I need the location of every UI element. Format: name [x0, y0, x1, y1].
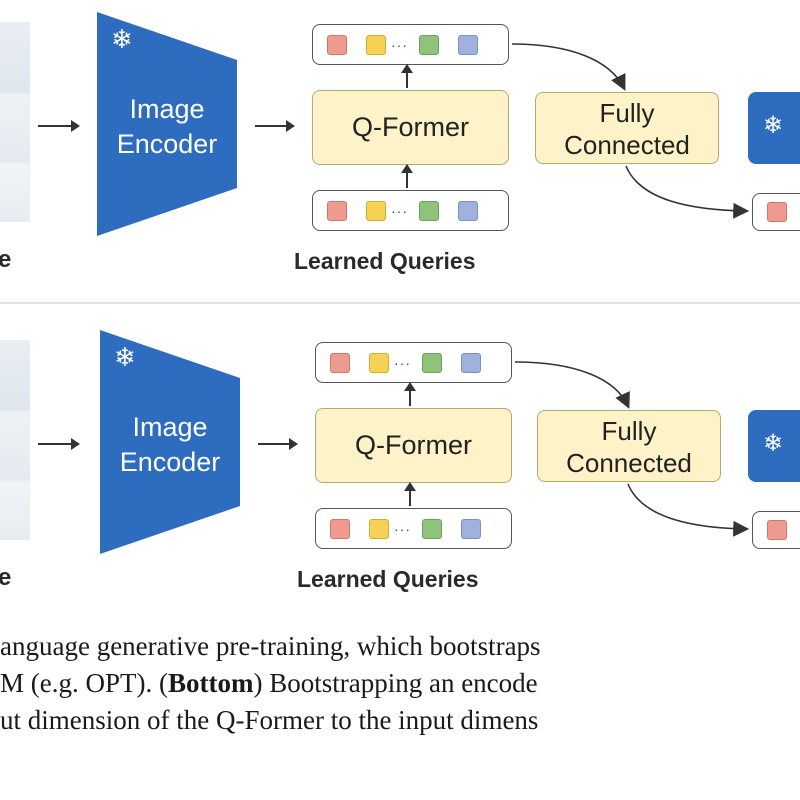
ellipsis: ··· — [394, 520, 411, 537]
token — [366, 200, 386, 221]
curve-fc-to-llm — [627, 483, 750, 537]
arrow-image-to-encoder — [38, 438, 80, 450]
token — [419, 34, 439, 55]
arrow-queries-to-qformer — [404, 482, 416, 506]
connector-curves — [514, 361, 750, 537]
snowflake-icon: ❄ — [763, 430, 784, 457]
encoder-label-line1: Image — [129, 94, 205, 124]
panel-top: e ❄ Image Encoder ··· Q-Former ··· — [0, 0, 800, 300]
token — [422, 352, 442, 373]
llm-input-tokens — [752, 511, 800, 549]
token — [330, 352, 350, 373]
image-encoder: ❄ Image Encoder — [97, 12, 237, 236]
query-output-tokens: ··· — [312, 24, 509, 65]
encoder-trapezoid — [97, 12, 237, 236]
caption-line3: ut dimension of the Q-Former to the inpu… — [0, 705, 539, 735]
fully-connected-box: Fully Connected — [535, 92, 719, 164]
token — [767, 202, 787, 222]
token — [369, 518, 389, 539]
llm-input-tokens — [752, 193, 800, 231]
token — [458, 34, 478, 55]
input-image-label: e — [0, 246, 12, 273]
token — [461, 518, 481, 539]
token — [327, 34, 347, 55]
arrow-qformer-to-output — [404, 382, 416, 406]
arrow-queries-to-qformer — [401, 164, 413, 188]
encoder-trapezoid — [100, 330, 240, 554]
caption-line2-before: M (e.g. OPT). ( — [0, 668, 168, 698]
fully-connected-box: Fully Connected — [537, 410, 721, 482]
token — [767, 520, 787, 540]
caption-line1: anguage generative pre-training, which b… — [0, 631, 541, 661]
arrow-encoder-to-qformer — [258, 438, 298, 450]
encoder-label-line1: Image — [132, 412, 208, 442]
input-image-thumbnail — [0, 340, 30, 540]
caption-line2-after: ) Bootstrapping an encode — [253, 668, 538, 698]
learned-query-tokens: ··· — [312, 190, 509, 231]
encoder-label-line2: Encoder — [119, 447, 221, 477]
token — [366, 34, 386, 55]
image-encoder: ❄ Image Encoder — [100, 330, 240, 554]
figure-caption: anguage generative pre-training, which b… — [0, 628, 800, 739]
q-former-box: Q-Former — [315, 408, 512, 483]
learned-query-tokens: ··· — [315, 508, 512, 549]
input-image-label: e — [0, 564, 12, 591]
caption-line2-bold: Bottom — [167, 668, 254, 698]
curve-output-to-fc — [511, 43, 626, 91]
query-output-tokens: ··· — [315, 342, 512, 383]
token — [369, 352, 389, 373]
arrow-image-to-encoder — [38, 120, 80, 132]
caption-line2: M (e.g. OPT). (Bottom) Bootstrapping an … — [0, 665, 800, 702]
connector-curves — [511, 43, 750, 219]
fc-label-line1: Fully — [599, 98, 655, 128]
snowflake-icon: ❄ — [111, 24, 133, 54]
learned-queries-label: Learned Queries — [297, 566, 479, 592]
curve-output-to-fc — [514, 361, 630, 409]
arrow-encoder-to-qformer — [255, 120, 295, 132]
panel-bottom: e ❄ Image Encoder ··· Q-Former ··· — [0, 318, 800, 618]
ellipsis: ··· — [391, 36, 408, 53]
token — [422, 518, 442, 539]
token — [330, 518, 350, 539]
fc-label-line2: Connected — [564, 130, 690, 160]
llm-decoder-box: ❄ — [748, 410, 800, 482]
panel-divider — [0, 302, 800, 304]
encoder-label-line2: Encoder — [116, 129, 218, 159]
token — [419, 200, 439, 221]
ellipsis: ··· — [391, 202, 408, 219]
q-former-box: Q-Former — [312, 90, 509, 165]
snowflake-icon: ❄ — [763, 112, 784, 139]
ellipsis: ··· — [394, 354, 411, 371]
arrow-qformer-to-output — [401, 64, 413, 88]
token — [327, 200, 347, 221]
fc-label-line2: Connected — [566, 448, 692, 478]
input-image-thumbnail — [0, 22, 30, 222]
token — [458, 200, 478, 221]
token — [461, 352, 481, 373]
learned-queries-label: Learned Queries — [294, 248, 476, 274]
snowflake-icon: ❄ — [114, 342, 136, 372]
fc-label-line1: Fully — [601, 416, 657, 446]
llm-decoder-box: ❄ — [748, 92, 800, 164]
curve-fc-to-llm — [625, 165, 750, 219]
